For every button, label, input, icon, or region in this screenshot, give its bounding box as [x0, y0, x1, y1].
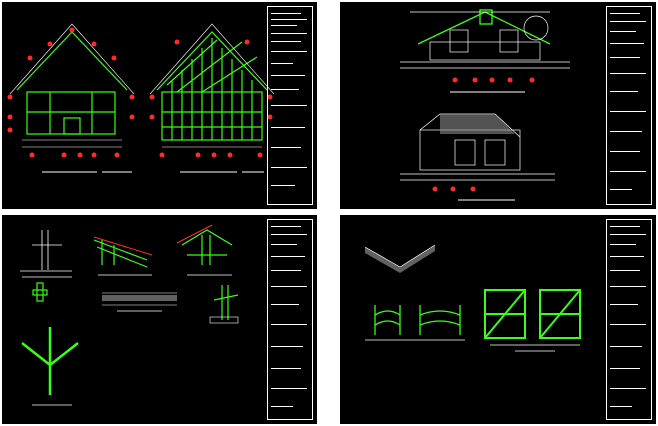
sheet-4-drawing	[364, 244, 581, 352]
elevation-markers-top	[452, 77, 535, 83]
detail-joint-small	[32, 282, 48, 302]
detail-labels-4	[365, 339, 580, 352]
window-frame-right	[539, 289, 581, 339]
title-block-3	[267, 219, 313, 420]
drawing-sheet-3[interactable]	[2, 215, 317, 424]
house-section-left	[16, 31, 128, 135]
window-frame-left	[484, 289, 526, 339]
drawing-sheet-1[interactable]	[2, 2, 317, 209]
front-elevation	[400, 11, 570, 69]
roof-outline-left	[9, 23, 135, 148]
drawing-sheet-2[interactable]	[340, 2, 656, 209]
title-block-1	[267, 6, 313, 205]
detail-wall-post	[20, 230, 72, 272]
detail-post-bracket	[209, 285, 239, 324]
sheet-1-drawing	[7, 23, 275, 173]
roof-hatch	[440, 114, 515, 134]
title-block-4	[606, 219, 652, 420]
dimension-markers	[7, 27, 273, 158]
detail-ridge-red	[176, 224, 213, 244]
sheet-3-drawing	[20, 224, 239, 406]
sheet-2-drawing	[400, 9, 570, 201]
detail-roof-assembly	[364, 244, 436, 273]
elevation-markers-bottom	[432, 186, 476, 192]
detail-ridge	[181, 229, 233, 265]
roof-outline-right	[149, 23, 275, 148]
detail-roof-edge-red	[93, 236, 153, 256]
detail-connection-right	[419, 305, 461, 335]
detail-beam-section	[102, 292, 177, 306]
title-block-2	[606, 6, 652, 205]
detail-connection-left	[374, 305, 401, 335]
roof-framing-right	[156, 31, 268, 141]
detail-labels	[22, 274, 232, 406]
drawing-sheet-4[interactable]	[340, 215, 656, 424]
detail-roof-edge	[93, 239, 148, 268]
detail-y-junction	[21, 327, 79, 395]
